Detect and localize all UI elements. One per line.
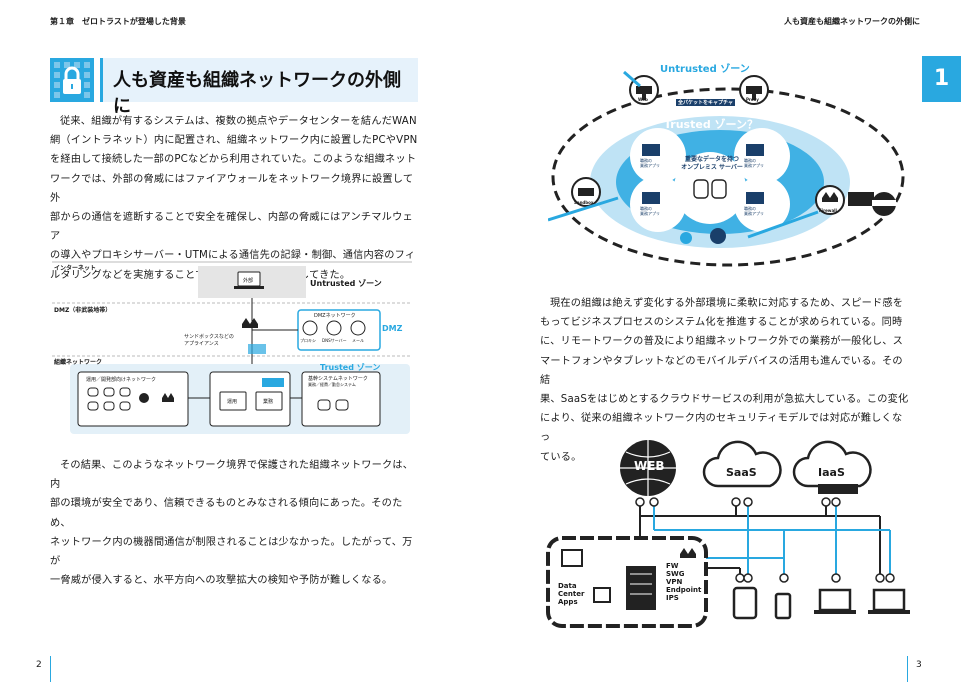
cloud-architecture-diagram: WEB SaaS IaaS Data Center Apps FW SWG VP…: [540, 436, 912, 632]
org-network-label: 組織ネットワーク: [54, 359, 103, 366]
running-head-right: 人も資産も組織ネットワークの外側に: [784, 17, 920, 26]
text-line: の導入やプロキシサーバー・UTMによる通信先の記録・制御、通信内容のフィ: [50, 250, 416, 262]
page-rule-right: [907, 656, 908, 682]
text-line: もってビジネスプロセスのシステム化を推進することが求められている。同時: [540, 317, 903, 329]
dmz-zone-label: DMZ（非武装地帯）: [54, 307, 112, 314]
text-line: ワークでは、外部の脅威にはファイアウォールをネットワーク境界に設置して外: [50, 173, 414, 204]
app-label: 職務の 業務アプリ: [640, 206, 660, 216]
untrusted-zone-title: Untrusted ゾーン: [660, 64, 750, 75]
text-line: その結果、このようなネットワーク境界で保護された組織ネットワークは、内: [50, 460, 414, 491]
dmz-badge: DMZ: [382, 324, 403, 333]
paragraph-2: その結果、このようなネットワーク境界で保護された組織ネットワークは、内 部の環境…: [50, 456, 422, 590]
app-label: 職務の 業務アプリ: [744, 158, 764, 168]
app-label: 職務の 業務アプリ: [744, 206, 764, 216]
text-line: ている。: [540, 451, 582, 463]
text-line: 一脅威が侵入すると、水平方向への攻撃拡大の検知や予防が難しくなる。: [50, 575, 393, 587]
proxy-node-label: Proxy: [746, 97, 759, 102]
onprem-server-label: 重要なデータを持つ オンプレミス サーバー: [681, 156, 743, 171]
saas-cloud-label: SaaS: [726, 466, 757, 479]
ops-network-label: 運用／開発部向けネットワーク: [86, 377, 157, 383]
mission-network-label: 基幹システムネットワーク: [308, 376, 368, 382]
datacenter-label: Data Center Apps: [558, 582, 585, 606]
biz-label: 業務: [263, 399, 274, 405]
text-line: 網（イントラネット）内に配置され、組織ネットワーク内に設置したPCやVPN: [50, 135, 418, 147]
text-line: ネットワーク内の機器間通信が制限されることは少なかった。したがって、万が: [50, 536, 413, 568]
untrusted-zone-label: Untrusted ゾーン: [310, 279, 382, 288]
security-services-label: FW SWG VPN Endpoint IPS: [666, 562, 702, 602]
iaas-cloud-label: IaaS: [818, 466, 845, 479]
internet-label: インターネット: [54, 265, 97, 272]
sandbox-node-label: Sandbox: [574, 200, 594, 205]
running-head-left: 第１章 ゼロトラストが登場した背景: [50, 17, 186, 26]
text-line: 果、SaaSをはじめとするクラウドサービスの利用が急拡大している。この変化: [540, 394, 909, 406]
text-line: 現在の組織は絶えず変化する外部環境に柔軟に対応するため、スピード感を: [550, 298, 904, 309]
section-title-box: 人も資産も組織ネットワークの外側に: [100, 58, 418, 117]
dns-label: DNSサーバー: [322, 338, 347, 343]
text-line: により、従来の組織ネットワーク内のセキュリティモデルでは対応が難しくなっ: [540, 413, 903, 444]
zero-trust-diagram: Untrusted ゾーン Trusted ゾーン？ Web Proxy San…: [548, 52, 912, 274]
ops-label: 運用: [227, 399, 238, 405]
firewall-node-label: Firewall: [819, 208, 837, 213]
text-line: 部からの通信を遮断することで安全を確保し、内部の脅威にはアンチマルウェア: [50, 212, 413, 243]
trusted-zone-label: Trusted ゾーン: [320, 363, 381, 372]
paragraph-right: 現在の組織は絶えず変化する外部環境に柔軟に対応するため、スピード感を もってビジ…: [540, 294, 912, 467]
trusted-zone-title: Trusted ゾーン？: [664, 118, 758, 131]
chapter-tab: 1: [922, 56, 961, 102]
text-line: に、リモートワークの普及により組織ネットワーク外での業務が一般化し、ス: [540, 336, 904, 348]
external-label: 外部: [243, 278, 254, 284]
text-line: マートフォンやタブレットなどのモバイルデバイスの活用も進んでいる。その結: [540, 355, 903, 386]
web-cloud-label: WEB: [634, 459, 665, 473]
text-line: 従来、組織が有するシステムは、複数の拠点やデータセンターを結んだWAN: [60, 116, 417, 127]
proxy-label: プロキシ: [300, 338, 316, 343]
sandbox-label: サンドボックスなどの アプライアンス: [184, 334, 234, 347]
section-title: 人も資産も組織ネットワークの外側に: [113, 70, 401, 117]
web-node-label: Web: [638, 97, 648, 102]
page-rule-left: [50, 656, 51, 682]
page-number-right: 3: [916, 660, 922, 670]
mission-network-sub: 業務／経費／勤怠システム: [308, 382, 356, 387]
lock-icon: [50, 58, 94, 102]
dmz-network-label: DMZネットワーク: [314, 313, 356, 319]
mail-label: メール: [352, 338, 364, 343]
page-number-left: 2: [36, 660, 42, 670]
app-label: 職務の 業務アプリ: [640, 158, 660, 168]
legacy-network-diagram: インターネット 外部 Untrusted ゾーン DMZ（非武装地帯） サンドボ…: [52, 258, 416, 436]
text-line: 部の環境が安全であり、信頼できるものとみなされる傾向にあった。そのため、: [50, 498, 403, 529]
text-line: を経由して接続した一部のPCなどから利用されていた。このような組織ネット: [50, 154, 417, 166]
capture-label: 全パケットをキャプチャ: [676, 99, 735, 106]
